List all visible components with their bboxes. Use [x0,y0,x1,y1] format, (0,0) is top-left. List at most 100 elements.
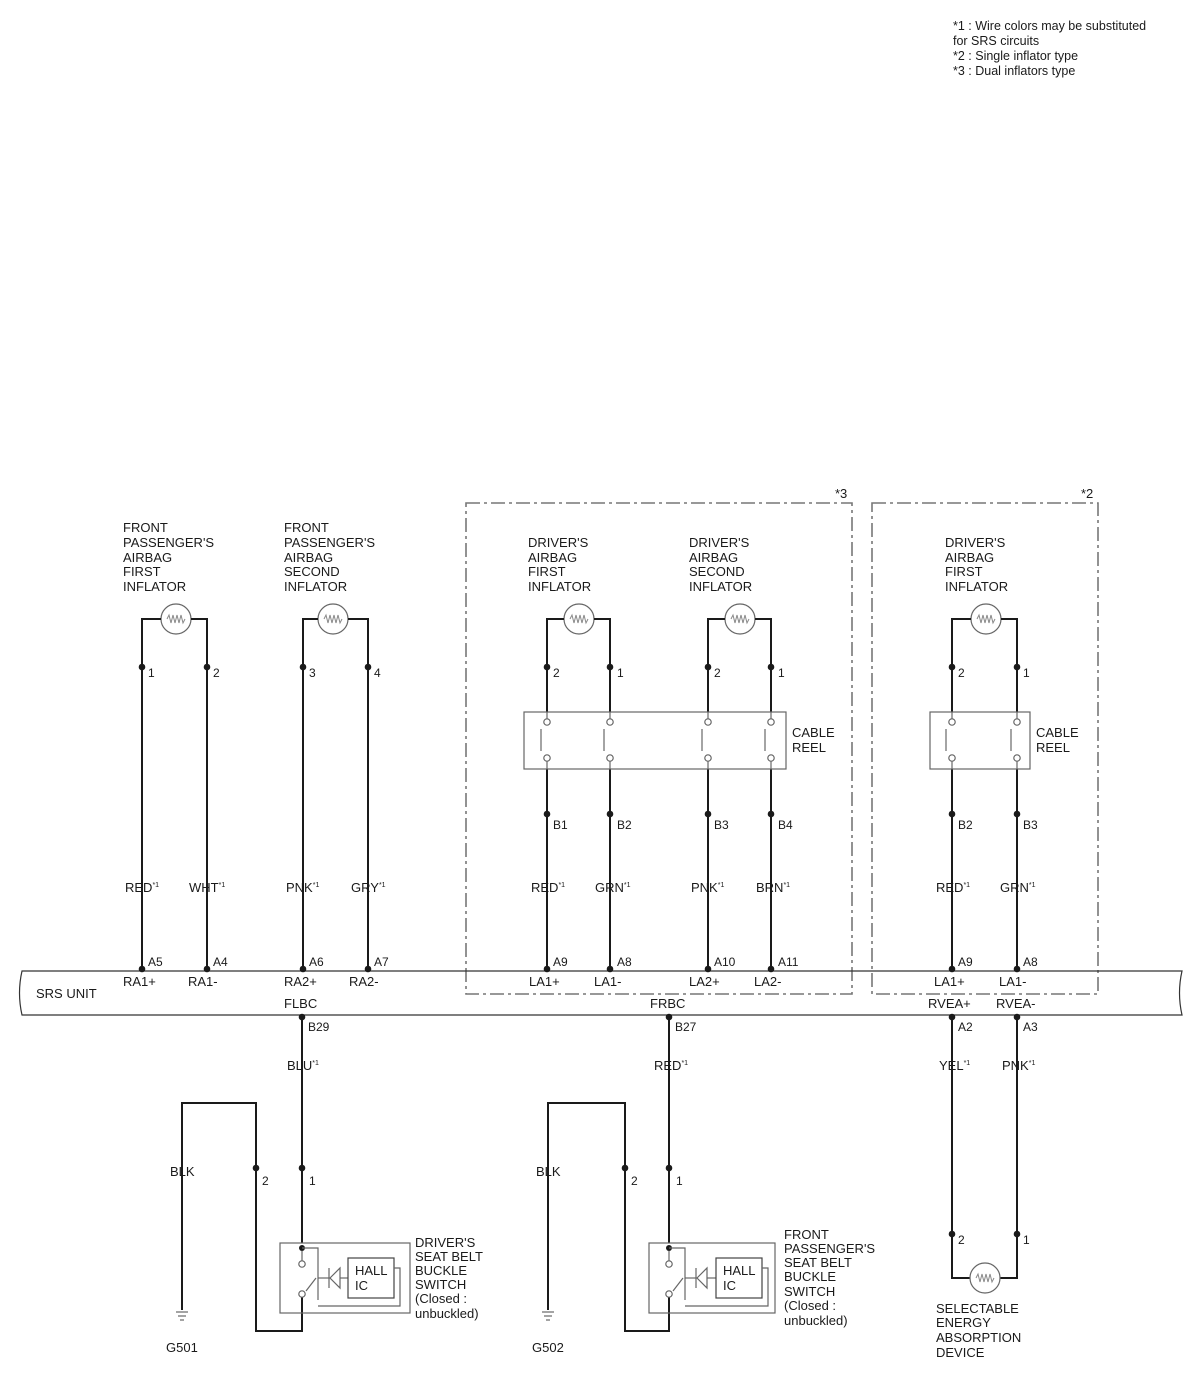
w9-color: RED*1 [936,880,970,895]
w12-pin-top: B27 [675,1020,697,1034]
w14-color: PNK*1 [1002,1058,1035,1073]
w8-pin-bottom: A11 [778,955,799,969]
w14-pin-top: A3 [1023,1020,1038,1034]
w9-pin-top: 2 [958,666,965,680]
driver-hall-ic-label: HALL IC [355,1263,391,1293]
g501-label: G501 [166,1340,198,1355]
driver-airbag-first-inflator: DRIVER'S AIRBAG FIRST INFLATOR [528,535,614,973]
w12-pin-bottom: 1 [676,1174,683,1188]
g502-label: G502 [532,1340,564,1355]
note-1-line-2: for SRS circuits [953,34,1039,48]
w10-pin-mid: B3 [1023,818,1038,832]
w9-pin-bottom: A9 [958,955,973,969]
terminal-ra2-minus: RA2- [349,974,379,989]
srs-unit: SRS UNIT RA1+ RA1- RA2+ RA2- LA1+ LA1- L… [18,970,1183,1016]
w3-pin-top: 3 [309,666,316,680]
note-1-line-1: *1 : Wire colors may be substituted [953,19,1146,33]
terminal-la2-minus: LA2- [754,974,781,989]
driver-airbag-single-inflator: DRIVER'S AIRBAG FIRST INFLATOR [945,535,1021,973]
drv-second-label: DRIVER'S AIRBAG SECOND INFLATOR [689,535,753,594]
w8-pin-top: 1 [778,666,785,680]
fp-hall-ic-box [715,1257,763,1299]
upper-wire-labels: 1 RED*1 A5 2 WHT*1 A4 3 PNK*1 A6 4 GRY*1… [125,666,1038,969]
terminal-flbc: FLBC [284,996,317,1011]
fp-airbag-second-inflator: FRONT PASSENGER'S AIRBAG SECOND INFLATOR [284,520,379,973]
w2-pin-bottom: A4 [213,955,228,969]
fp-second-inflator-resistor-icon [317,603,349,635]
w10-pin-top: 1 [1023,666,1030,680]
single-inflator-tag: *2 [1081,486,1093,501]
g502-wire-color: BLK [536,1164,561,1179]
w5-pin-mid: B1 [553,818,568,832]
cable-reel-single: CABLE REEL [929,711,1082,770]
ground-g501-icon [176,1311,188,1321]
w6-pin-mid: B2 [617,818,632,832]
note-2: *2 : Single inflator type [953,49,1078,63]
srs-unit-label: SRS UNIT [36,986,97,1001]
driver-hall-ic-box [347,1257,395,1299]
w6-pin-bottom: A8 [617,955,632,969]
w13-pin-top: A2 [958,1020,973,1034]
cable-reel-dual: CABLE REEL [523,711,838,770]
w10-color: GRN*1 [1000,880,1036,895]
w13-color: YEL*1 [939,1058,970,1073]
fp-seat-belt-buckle-circuit: B27 RED*1 1 2 BLK G502 HALL IC [532,1013,879,1355]
w4-pin-top: 4 [374,666,381,680]
w2-color: WHT*1 [189,880,225,895]
w11-color: BLU*1 [287,1058,319,1073]
drv-single-inflator-resistor-icon [970,603,1002,635]
w5-pin-bottom: A9 [553,955,568,969]
seads-label: SELECTABLE ENERGY ABSORPTION DEVICE [936,1301,1025,1360]
note-3: *3 : Dual inflators type [953,64,1075,78]
terminal-la1-minus: LA1- [594,974,621,989]
w8-color: BRN*1 [756,880,790,895]
w3-pin-bottom: A6 [309,955,324,969]
seads-resistor-icon [969,1262,1001,1294]
w11-pin-bottom: 1 [309,1174,316,1188]
fp-second-label: FRONT PASSENGER'S AIRBAG SECOND INFLATOR [284,520,379,594]
w11-pin-top: B29 [308,1020,330,1034]
w1-pin-top: 1 [148,666,155,680]
ground-g502-icon [542,1311,554,1321]
w3-color: PNK*1 [286,880,319,895]
drv-first-label: DRIVER'S AIRBAG FIRST INFLATOR [528,535,592,594]
w4-color: GRY*1 [351,880,386,895]
fp-airbag-first-inflator: FRONT PASSENGER'S AIRBAG FIRST INFLATOR [123,520,218,973]
srs-unit-body [18,970,1183,1016]
terminal-rvea-minus: RVEA- [996,996,1036,1011]
w1-color: RED*1 [125,880,159,895]
driver-buckle-label: DRIVER'S SEAT BELT BUCKLE SWITCH (Closed… [415,1235,486,1321]
terminal-frbc: FRBC [650,996,685,1011]
driver-seat-belt-buckle-circuit: B29 BLU*1 1 2 BLK G501 HALL IC [166,1013,486,1355]
notes-block: *1 : Wire colors may be substituted for … [953,19,1146,78]
fp-buckle-label: FRONT PASSENGER'S SEAT BELT BUCKLE SWITC… [784,1227,879,1328]
g502-pin: 2 [631,1174,638,1188]
dual-inflator-tag: *3 [835,486,847,501]
w5-pin-top: 2 [553,666,560,680]
driver-buckle-switch-box [279,1242,411,1314]
w8-pin-mid: B4 [778,818,793,832]
single-inflator-group-box [871,502,1099,995]
w1-pin-bottom: A5 [148,955,163,969]
terminal-la1-plus: LA1+ [529,974,560,989]
terminal-ra1-plus: RA1+ [123,974,156,989]
fp-first-inflator-resistor-icon [160,603,192,635]
fp-buckle-switch-box [648,1242,776,1314]
driver-airbag-second-inflator: DRIVER'S AIRBAG SECOND INFLATOR [689,535,775,973]
seads-circuit: A2 A3 YEL*1 PNK*1 2 1 SELECTABLE ENERGY … [936,1013,1038,1360]
w7-pin-mid: B3 [714,818,729,832]
cable-reel-label: CABLE REEL [792,725,838,755]
w13-pin-bottom: 2 [958,1233,965,1247]
fp-first-label: FRONT PASSENGER'S AIRBAG FIRST INFLATOR [123,520,218,594]
terminal-la2-plus: LA2+ [689,974,720,989]
w12-color: RED*1 [654,1058,688,1073]
cable-reel-single-label: CABLE REEL [1036,725,1082,755]
g501-wire-color: BLK [170,1164,195,1179]
terminal-ra2-plus: RA2+ [284,974,317,989]
drv-second-inflator-resistor-icon [724,603,756,635]
w7-pin-top: 2 [714,666,721,680]
w6-pin-top: 1 [617,666,624,680]
dual-inflator-group-box [465,502,853,995]
terminal-ra1-minus: RA1- [188,974,218,989]
